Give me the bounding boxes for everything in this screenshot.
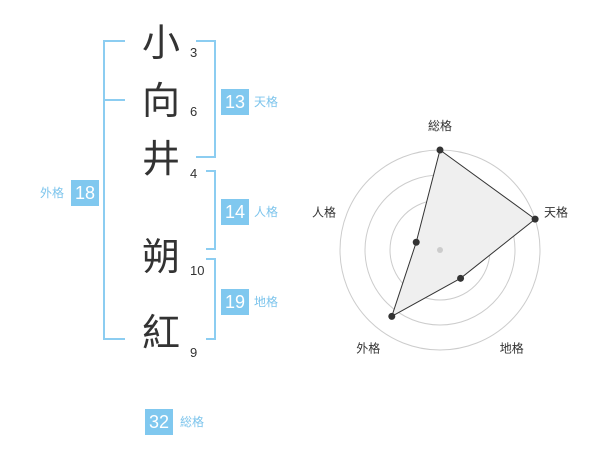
stroke-count-5: 9: [190, 345, 198, 360]
tenkaku-value-badge: 13: [221, 89, 249, 115]
tenkaku-bracket: [196, 40, 216, 158]
radar-axis-label-2: 地格: [500, 341, 524, 356]
radar-axis-label-3: 外格: [356, 341, 380, 356]
name-char-2: 向: [141, 79, 180, 123]
radar-point-3: [388, 312, 396, 320]
name-char-3: 井: [141, 137, 180, 181]
name-char-4: 朔: [141, 235, 180, 279]
stroke-count-2: 6: [190, 104, 198, 119]
radar-axis-label-1: 天格: [544, 204, 568, 219]
soukaku-label: 総格: [180, 415, 205, 429]
radar-axis-label-0: 総格: [428, 118, 452, 133]
gaikaku-value-badge: 18: [71, 180, 99, 206]
stroke-count-1: 3: [190, 45, 198, 60]
jinkaku-value-badge: 14: [221, 199, 249, 225]
radar-center-dot: [437, 247, 443, 253]
name-char-5: 紅: [141, 311, 180, 355]
radar-axis-label-4: 人格: [312, 204, 336, 219]
gaikaku-bracket-tick: [103, 99, 125, 101]
chikaku-label: 地格: [254, 295, 279, 309]
jinkaku-bracket: [206, 170, 216, 250]
jinkaku-label: 人格: [254, 205, 279, 219]
radar-points: [388, 146, 539, 320]
chikaku-value-badge: 19: [221, 289, 249, 315]
tenkaku-label: 天格: [254, 95, 279, 109]
radar-point-4: [412, 238, 420, 246]
radar-point-0: [436, 146, 444, 154]
stroke-count-4: 10: [190, 263, 205, 278]
radar-point-1: [531, 215, 539, 223]
chikaku-bracket: [206, 258, 216, 340]
radar-point-2: [457, 274, 465, 282]
soukaku-value-badge: 32: [145, 409, 173, 435]
gaikaku-label: 外格: [40, 186, 65, 200]
name-char-1: 小: [141, 21, 180, 65]
radar-area: [390, 149, 536, 318]
stroke-count-3: 4: [190, 166, 198, 181]
gaikaku-bracket: [103, 40, 125, 340]
